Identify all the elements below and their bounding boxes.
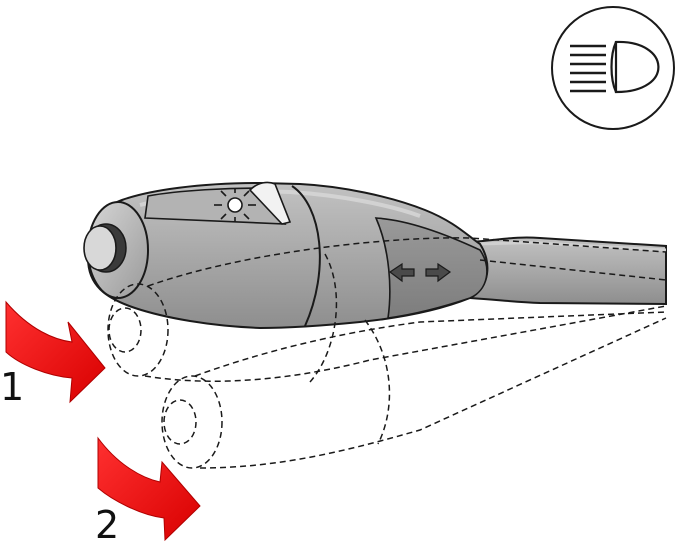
step-label-2: 2 xyxy=(95,503,119,547)
light-sun-icon xyxy=(214,188,256,222)
ghost-position-2 xyxy=(161,311,667,469)
double-arrow-icon xyxy=(388,262,452,283)
curved-arrow-2-icon xyxy=(97,436,201,542)
high-beam-headlight-icon xyxy=(551,6,675,130)
ghost-position-1 xyxy=(107,237,667,383)
stalk-end-cap xyxy=(83,201,149,299)
stalk-arm xyxy=(469,236,667,306)
stalk-body xyxy=(86,181,489,330)
step-label-1: 1 xyxy=(0,365,24,409)
curved-arrow-1-icon xyxy=(5,300,106,404)
